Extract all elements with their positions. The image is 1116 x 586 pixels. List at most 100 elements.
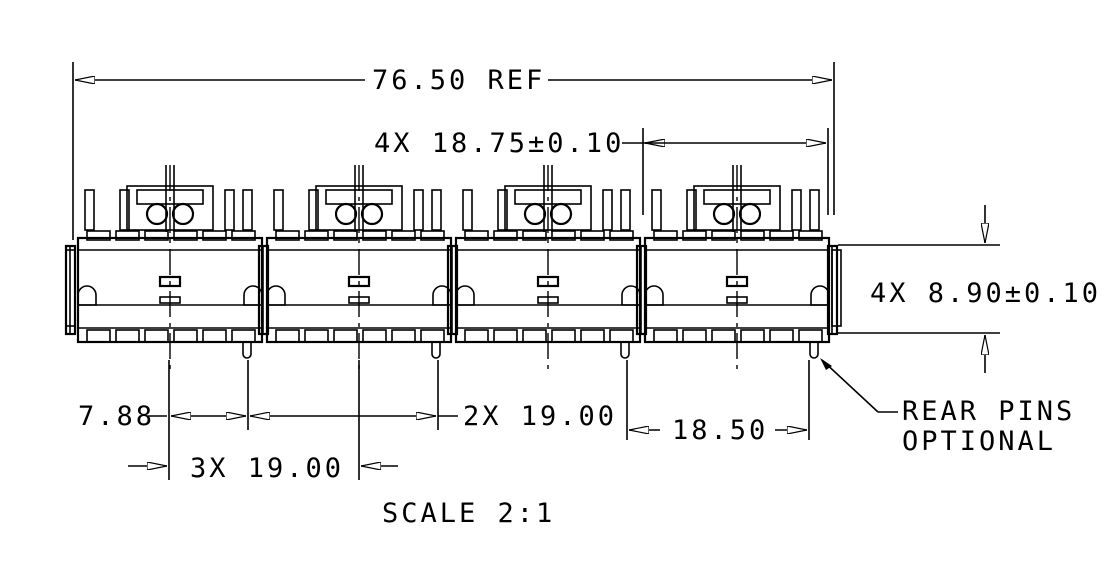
pin-tab bbox=[231, 329, 256, 343]
latch-tab bbox=[493, 230, 518, 241]
latch-tab bbox=[173, 230, 198, 241]
spring-finger bbox=[809, 189, 820, 231]
rear-pin bbox=[620, 342, 630, 359]
end-flange-left bbox=[65, 249, 76, 327]
note-line-2: OPTIONAL bbox=[902, 426, 1056, 457]
latch-tab bbox=[798, 230, 823, 241]
dim-left-offset-label: 7.88 bbox=[78, 401, 155, 432]
side-ear bbox=[644, 285, 664, 306]
latch-tab bbox=[333, 230, 358, 241]
latch-tab bbox=[144, 230, 169, 241]
led-window bbox=[523, 202, 547, 226]
latch-tab bbox=[86, 230, 111, 241]
dim-right-span-label: 18.50 bbox=[672, 415, 768, 446]
side-ear bbox=[243, 285, 263, 306]
center-slot bbox=[536, 275, 560, 288]
latch-tab bbox=[653, 230, 678, 241]
pin-tab bbox=[115, 329, 140, 343]
latch-tab bbox=[682, 230, 707, 241]
pin-tab bbox=[275, 329, 300, 343]
center-slot bbox=[725, 275, 749, 288]
spring-finger bbox=[431, 189, 442, 231]
spring-finger bbox=[308, 189, 319, 231]
latch-tab bbox=[522, 230, 547, 241]
led-window bbox=[549, 202, 573, 226]
pin-tab bbox=[609, 329, 634, 343]
dim-pitch: 4X 18.75±0.10 bbox=[374, 128, 829, 215]
spring-finger bbox=[651, 189, 662, 231]
pin-tab bbox=[304, 329, 329, 343]
dim-overall-label: 76.50 REF bbox=[372, 65, 545, 96]
pin-tab bbox=[711, 329, 736, 343]
spring-finger bbox=[462, 189, 473, 231]
latch-tab bbox=[362, 230, 387, 241]
spring-finger bbox=[791, 189, 802, 231]
pin-tab bbox=[551, 329, 576, 343]
pin-tab bbox=[769, 329, 794, 343]
led-window bbox=[738, 202, 762, 226]
latch-tab bbox=[420, 230, 445, 241]
dim-overall: 76.50 REF bbox=[72, 62, 835, 240]
scale-label: SCALE 2:1 bbox=[382, 498, 555, 529]
dim-pitch-label: 4X 18.75±0.10 bbox=[374, 128, 624, 159]
pin-tab bbox=[391, 329, 416, 343]
dim-height: 4X 8.90±0.10 bbox=[838, 205, 1101, 373]
spring-finger bbox=[273, 189, 284, 231]
spring-finger bbox=[686, 189, 697, 231]
spring-finger bbox=[119, 189, 130, 231]
latch-tab bbox=[740, 230, 765, 241]
pin-tab bbox=[493, 329, 518, 343]
latch-tab bbox=[580, 230, 605, 241]
cage-module-2 bbox=[265, 165, 453, 372]
latch-tab bbox=[202, 230, 227, 241]
latch-tab bbox=[275, 230, 300, 241]
pin-tab bbox=[464, 329, 489, 343]
pin-tab bbox=[798, 329, 823, 343]
side-ear bbox=[432, 285, 452, 306]
spring-finger bbox=[602, 189, 613, 231]
rear-pin bbox=[431, 342, 441, 359]
dim-height-label: 4X 8.90±0.10 bbox=[870, 278, 1101, 309]
led-window bbox=[360, 202, 384, 226]
latch-tab bbox=[115, 230, 140, 241]
dim-bottom: 7.88 2X 19.00 18.50 3X 19.00 bbox=[78, 360, 810, 484]
pin-tab bbox=[362, 329, 387, 343]
cage-module-1 bbox=[76, 165, 264, 372]
cage-module-3 bbox=[454, 165, 642, 372]
latch-tab bbox=[711, 230, 736, 241]
pin-tab bbox=[173, 329, 198, 343]
spring-finger bbox=[242, 189, 253, 231]
pin-tab bbox=[202, 329, 227, 343]
spring-finger bbox=[413, 189, 424, 231]
latch-tab bbox=[231, 230, 256, 241]
latch-tab bbox=[391, 230, 416, 241]
pin-tab bbox=[522, 329, 547, 343]
spring-finger bbox=[224, 189, 235, 231]
dim-mid-pitch-label: 2X 19.00 bbox=[463, 401, 617, 432]
led-window bbox=[712, 202, 736, 226]
cage-module-4 bbox=[643, 165, 831, 372]
led-window bbox=[334, 202, 358, 226]
latch-tab bbox=[464, 230, 489, 241]
rear-pin bbox=[809, 342, 819, 359]
latch-tab bbox=[609, 230, 634, 241]
center-slot bbox=[347, 275, 371, 288]
center-slot bbox=[158, 275, 182, 288]
connector-cages bbox=[64, 165, 842, 372]
rear-pin bbox=[242, 342, 252, 359]
latch-tab bbox=[304, 230, 329, 241]
side-ear bbox=[266, 285, 286, 306]
pin-tab bbox=[682, 329, 707, 343]
pin-tab bbox=[420, 329, 445, 343]
note-rear-pins: REAR PINS OPTIONAL bbox=[820, 358, 1072, 457]
side-ear bbox=[621, 285, 641, 306]
led-window bbox=[171, 202, 195, 226]
side-ear bbox=[455, 285, 475, 306]
side-ear bbox=[810, 285, 830, 306]
spring-finger bbox=[497, 189, 508, 231]
led-window bbox=[145, 202, 169, 226]
end-flange-right bbox=[831, 249, 842, 327]
pin-tab bbox=[653, 329, 678, 343]
